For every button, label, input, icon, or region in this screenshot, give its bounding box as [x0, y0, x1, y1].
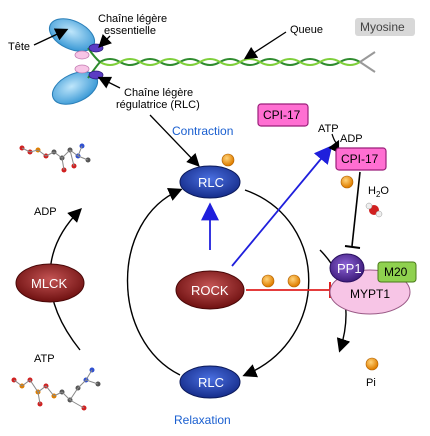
- rock-label: ROCK: [191, 283, 229, 298]
- cpi17-active-node: CPI-17: [335, 147, 387, 171]
- regulatory-light-chain-upper: [74, 50, 90, 60]
- rock-inhibits-mypt1: [246, 282, 331, 298]
- rlc-bottom-label: RLC: [198, 375, 224, 390]
- pi-label: Pi: [366, 377, 376, 389]
- rock-node: ROCK: [175, 270, 245, 310]
- water-molecule-icon: [365, 202, 383, 218]
- atp-top-label: ATP: [318, 123, 339, 135]
- atp-left-label: ATP: [34, 353, 55, 365]
- myosin-molecule: [48, 18, 376, 105]
- myosin-phosphatase-complex: MYPT1 PP1 M20: [329, 253, 417, 315]
- cpi17-inactive-label: CPI-17: [263, 108, 301, 122]
- cpi17-inactive-node: CPI-17: [257, 103, 309, 127]
- regulatory-light-chain-label-1: Chaîne légère: [124, 87, 193, 99]
- phosphate-pi: [365, 357, 379, 371]
- myosin-badge: [355, 18, 415, 36]
- pp1-node: [329, 253, 365, 283]
- cpi17-active-label: CPI-17: [341, 152, 379, 166]
- cpi17-inhibits-pp1: [344, 171, 361, 249]
- regulatory-light-chain-lower: [74, 64, 90, 74]
- mlck-label: MLCK: [31, 276, 67, 291]
- phosphate-on-cpi17: [340, 175, 354, 189]
- m20-label: M20: [384, 265, 408, 279]
- phosphate-on-inhibition-2: [287, 274, 301, 288]
- rlc-top-label: RLC: [198, 175, 224, 190]
- pp1-label: PP1: [337, 261, 362, 276]
- contraction-label: Contraction: [172, 124, 233, 138]
- mlck-node: MLCK: [15, 263, 85, 303]
- rlc-bottom-node: RLC: [179, 365, 241, 399]
- tail-label: Queue: [290, 24, 323, 36]
- rlc-top-node: RLC: [179, 165, 241, 199]
- myosin-tail: [99, 51, 376, 73]
- m20-node: [377, 261, 417, 283]
- mypt1-label: MYPT1: [350, 287, 390, 301]
- relaxation-label: Relaxation: [174, 413, 231, 427]
- myosin-label: Myosine: [360, 20, 405, 34]
- water-label-h: H2O: [368, 185, 389, 199]
- phosphate-on-inhibition-1: [261, 274, 275, 288]
- essential-light-chain-label-2: essentielle: [104, 25, 156, 37]
- essential-light-chain-label-1: Chaîne légère: [98, 13, 167, 25]
- adp-molecule-icon: [19, 143, 91, 173]
- head-label: Tête: [8, 41, 30, 53]
- adp-top-label: ADP: [340, 133, 363, 145]
- adp-left-label: ADP: [34, 206, 57, 218]
- atp-molecule-icon: [11, 367, 101, 411]
- regulatory-light-chain-label-2: régulatrice (RLC): [116, 99, 200, 111]
- phosphate-on-rlc-top: [221, 153, 235, 167]
